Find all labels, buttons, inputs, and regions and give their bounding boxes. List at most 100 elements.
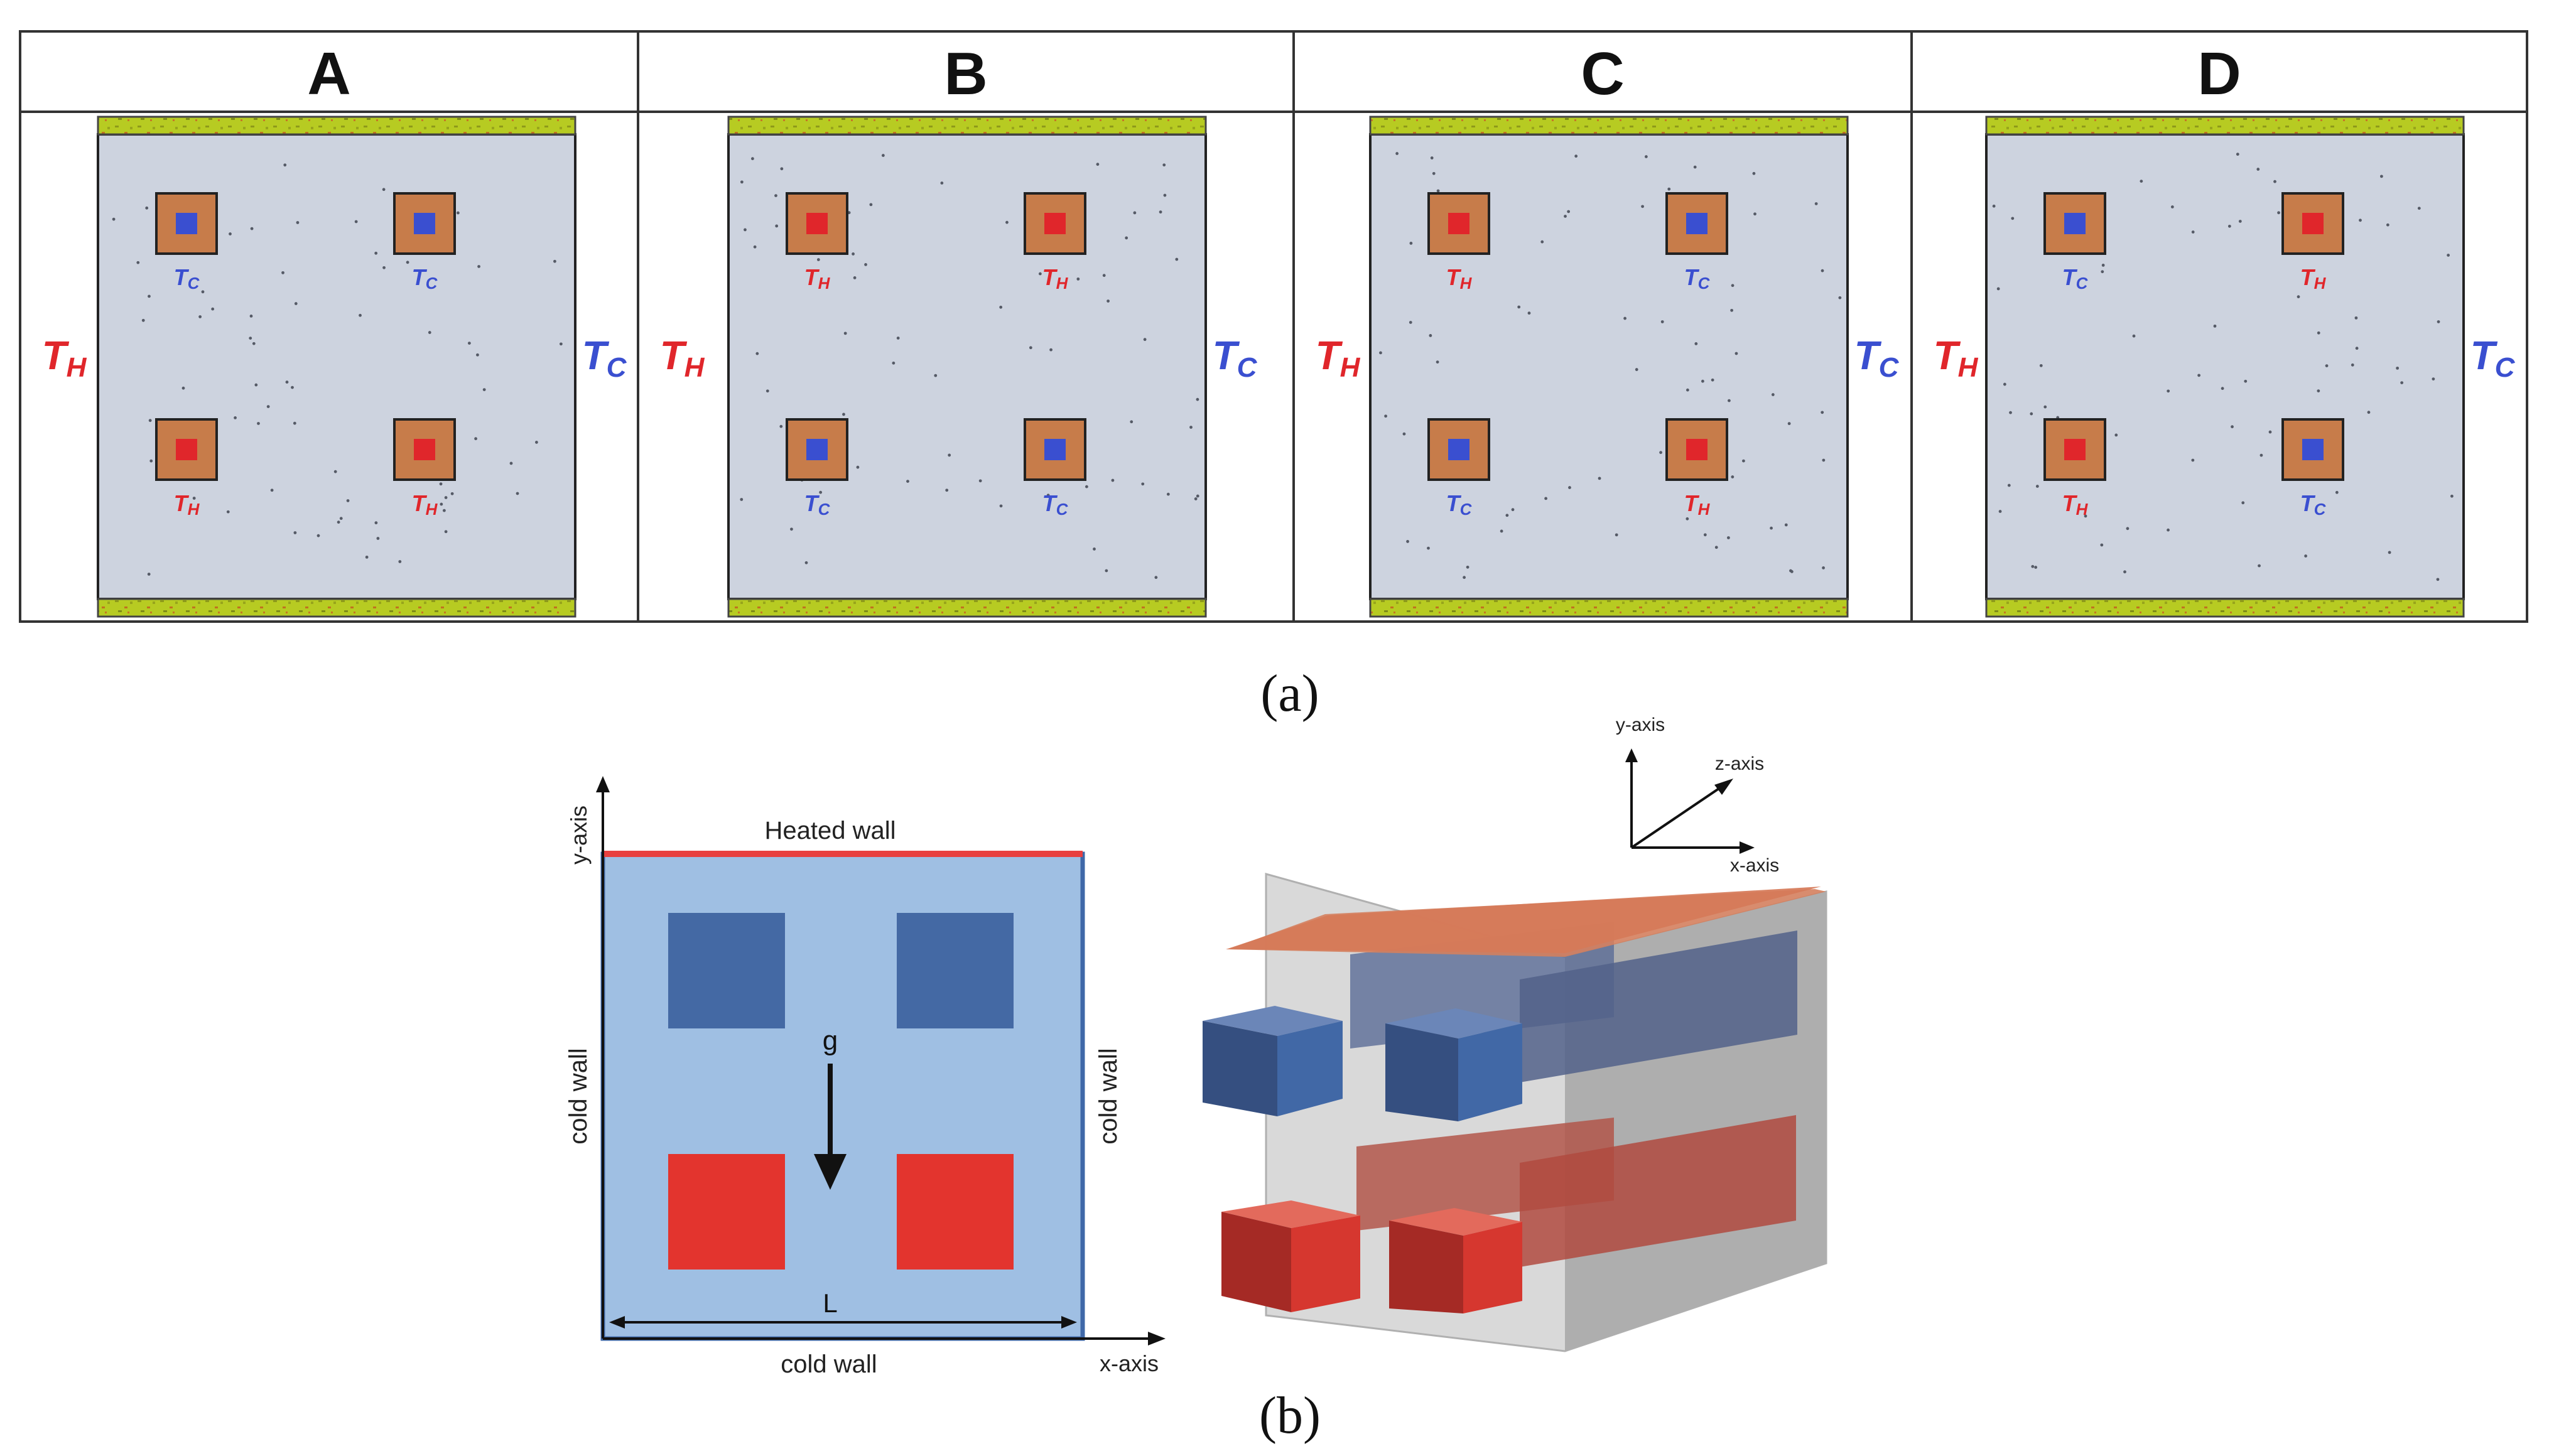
particle-dot <box>1436 189 1440 193</box>
particle-dot <box>2317 331 2320 335</box>
particle-dot <box>1046 493 1050 497</box>
particle-dot <box>819 490 823 494</box>
top-wall <box>1369 116 1849 136</box>
particle-dot <box>1402 432 1406 436</box>
particle-dot <box>1196 397 1199 401</box>
particle-dot <box>1567 210 1571 213</box>
particle-dot <box>1753 212 1756 216</box>
particle-dot <box>2304 554 2307 558</box>
particle-dot <box>141 318 145 322</box>
hot-block-far <box>1520 1115 1796 1267</box>
heat-block <box>155 418 218 481</box>
particle-dot <box>2126 527 2130 531</box>
cold-temp-label: TC <box>1684 264 1711 293</box>
particle-dot <box>2355 347 2359 350</box>
x-axis-label: x-axis <box>1100 1351 1159 1376</box>
particle-dot <box>1105 569 1108 573</box>
particle-dot <box>2273 180 2276 183</box>
hot-source <box>806 213 828 234</box>
particle-dot <box>856 465 860 469</box>
particle-dot <box>2035 485 2039 488</box>
x-axis-arrow-head <box>1148 1332 1166 1345</box>
particle-dot <box>181 386 185 390</box>
particle-dot <box>744 228 747 232</box>
hot-block-front <box>1221 1212 1291 1312</box>
particle-dot <box>1096 163 1100 166</box>
particle-dot <box>881 154 885 157</box>
particle-dot <box>1133 211 1137 215</box>
particle-dot <box>2009 411 2012 414</box>
particle-dot <box>477 265 480 268</box>
y-axis-arrow-head <box>596 776 610 792</box>
cold-block-far <box>1520 930 1797 1082</box>
particle-dot <box>257 422 260 425</box>
particle-dot <box>382 266 386 269</box>
particle-dot <box>1076 277 1080 281</box>
hot-temp-label: TH <box>804 264 831 293</box>
particle-dot <box>2191 230 2195 234</box>
hot-source <box>176 439 197 460</box>
particle-dot <box>1659 451 1662 455</box>
hot-temp-label: TH <box>2062 490 2089 519</box>
particle-dot <box>428 331 431 334</box>
particle-dot <box>816 258 820 261</box>
particle-dot <box>790 527 793 531</box>
particle-dot <box>148 294 151 298</box>
particle-dot <box>2101 270 2104 274</box>
hot-block-front <box>1389 1221 1463 1313</box>
particle-dot <box>1992 204 1996 208</box>
top-wall <box>727 116 1207 136</box>
hot-temp-label: TH <box>1446 264 1473 293</box>
heated-wall-label: Heated wall <box>764 817 896 844</box>
particle-dot <box>1379 351 1382 355</box>
particle-dot <box>476 353 479 357</box>
particle-dot <box>2417 207 2421 210</box>
particle-dot <box>2034 566 2038 569</box>
gravity-arrow-head <box>814 1154 847 1190</box>
particle-dot <box>1143 338 1147 342</box>
cold-wall-left-label: cold wall <box>565 1048 592 1144</box>
particle-dot <box>1731 475 1735 478</box>
particle-dot <box>1735 352 1738 355</box>
particle-dot <box>1701 379 1704 383</box>
axis3d-x-label: x-axis <box>1730 855 1779 876</box>
particle-dot <box>1166 492 1170 496</box>
length-arrow-right-head <box>1061 1316 1077 1329</box>
cold-source <box>176 213 197 234</box>
particle-dot <box>291 386 294 389</box>
top-wall <box>1985 116 2465 136</box>
particle-dot <box>296 221 300 224</box>
particle-dot <box>896 337 900 340</box>
particle-dot <box>2388 551 2391 554</box>
cold-block-side <box>1458 1023 1522 1121</box>
particle-dot <box>2039 364 2043 367</box>
particle-dot <box>1770 526 1773 530</box>
particle-dot <box>2351 363 2354 367</box>
y-axis-label: y-axis <box>566 806 592 865</box>
particle-dot <box>535 441 538 444</box>
particle-dot <box>1527 311 1531 315</box>
particle-dot <box>1463 576 1466 580</box>
axis3d-z-label: z-axis <box>1715 753 1764 774</box>
heat-block <box>2043 192 2106 255</box>
particle-dot <box>456 211 460 215</box>
cold-source <box>1448 439 1469 460</box>
particle-dot <box>2396 366 2400 370</box>
cold-wall-right-label: cold wall <box>1095 1048 1122 1144</box>
particle-dot <box>2030 412 2033 416</box>
particle-dot <box>317 534 320 537</box>
particle-dot <box>2221 387 2224 391</box>
particle-dot <box>852 252 855 256</box>
particle-dot <box>1568 486 1571 489</box>
particle-dot <box>2100 543 2104 547</box>
particle-dot <box>1427 546 1430 550</box>
particle-dot <box>853 276 857 279</box>
particle-dot <box>198 315 202 318</box>
particle-dot <box>2432 377 2435 381</box>
particle-dot <box>750 157 754 161</box>
particle-dot <box>2227 224 2231 228</box>
particle-dot <box>1429 334 1432 337</box>
cold-block-front <box>1203 1021 1277 1116</box>
bottom-wall <box>727 598 1207 618</box>
particle-dot <box>1771 393 1775 396</box>
